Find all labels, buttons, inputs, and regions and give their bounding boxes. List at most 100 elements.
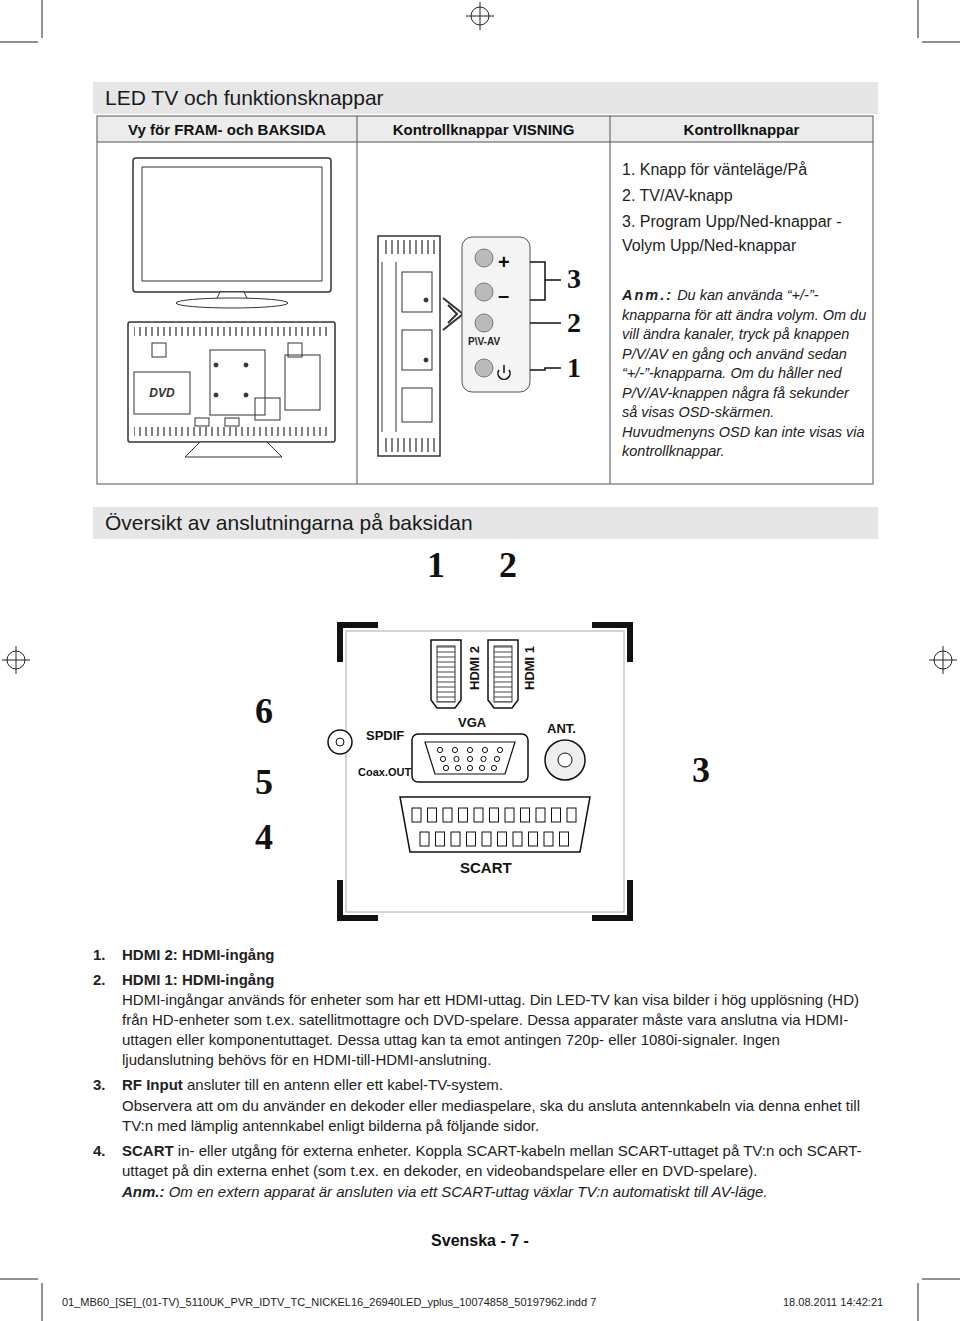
port-label: ANT. [547, 721, 576, 736]
port-label-group: ANT. [547, 721, 576, 736]
button-label: + [498, 251, 510, 273]
column-header: Kontrollknappar VISNING [393, 121, 575, 138]
scart-pin [436, 832, 445, 846]
body-text: HDMI-ingångar används för enheter som ha… [122, 991, 859, 1068]
scart-pin [459, 808, 468, 822]
port-label-group: SCART [460, 860, 512, 875]
callout-number: 1 [427, 545, 445, 585]
scart-pin [567, 808, 576, 822]
callout-number: 1 [567, 352, 581, 383]
dvd-logo-group: DVD [136, 386, 188, 400]
scart-pin [428, 808, 437, 822]
print-date: 14:42:21 [840, 1296, 883, 1308]
list-item-group: HDMI 1: HDMI-ingång [122, 970, 872, 990]
port-label: VGA [458, 715, 486, 730]
callout-number-group: 3 [567, 264, 581, 294]
port-label: HDMI 1 [522, 646, 537, 690]
callout-number: 3 [567, 263, 581, 294]
vga-pin [452, 747, 457, 752]
print-slug: 01_MB60_[SE]_(01-TV)_5110UK_PVR_IDTV_TC_… [62, 1296, 596, 1308]
button-panel [462, 237, 561, 392]
list-item: RF Input [122, 1076, 183, 1093]
list-number-group: 2. [93, 970, 106, 990]
list-item-group: RF Inputansluter till en antenn eller et… [122, 1075, 872, 1095]
body-text: Observera att om du använder en dekoder … [122, 1097, 860, 1134]
tv-back [128, 322, 335, 457]
list-number: 4. [93, 1142, 106, 1159]
scart-pin [474, 808, 483, 822]
callout-number: 6 [255, 691, 273, 731]
note-text: Du kan använda “+/-”-knapparna för att ä… [622, 287, 866, 459]
port-label: SCART [460, 859, 512, 876]
vga-pin [443, 765, 448, 770]
column-header-group: Vy för FRAM- och BAKSIDA [97, 121, 357, 139]
callout-number: 4 [255, 817, 273, 857]
port-label-group: HDMI 2 [467, 646, 482, 690]
list-item-group: HDMI 2: HDMI-ingång [122, 945, 872, 965]
port-label-group: SPDIF [366, 728, 404, 743]
scart-pin [529, 832, 538, 846]
scart-pin [482, 832, 491, 846]
scart-pin [451, 832, 460, 846]
scart-pin [490, 808, 499, 822]
button-label-group: P\V-AV [468, 336, 500, 347]
list-number-group: 3. [93, 1075, 106, 1095]
body-text-group: HDMI-ingångar används för enheter som ha… [122, 990, 874, 1070]
connector-panel [328, 625, 630, 918]
tv-front [133, 158, 331, 308]
callout-number: 5 [255, 762, 273, 802]
scart-pin [544, 832, 553, 846]
callout-number-group: 1 [427, 546, 445, 584]
scart-pin [536, 808, 545, 822]
print-date: 18.08.2011 [783, 1296, 837, 1308]
list-number-group: 1. [93, 945, 106, 965]
button-label: – [498, 284, 509, 306]
heading-band: LED TV och funktionsknappar [93, 82, 878, 114]
port-label: Coax.OUT [358, 766, 411, 778]
note-text: Anm.: [622, 287, 673, 303]
print-slug-group: 01_MB60_[SE]_(01-TV)_5110UK_PVR_IDTV_TC_… [62, 1296, 596, 1308]
button-label-group: + [498, 252, 510, 272]
note-text: Om en extern apparat är ansluten via ett… [169, 1183, 768, 1200]
heading-text: Översikt av anslutningarna på baksidan [105, 510, 866, 536]
list-item: HDMI 1: HDMI-ingång [122, 971, 274, 988]
heading-text: LED TV och funktionsknappar [105, 85, 866, 111]
scart-pin [443, 808, 452, 822]
list-item: SCART [122, 1142, 174, 1159]
note-text-group: Anm.:Du kan använda “+/-”-knapparna för … [622, 286, 868, 462]
list-item: ansluter till en antenn eller ett kabel-… [187, 1076, 503, 1093]
column-header-group: Kontrollknappar VISNING [357, 121, 610, 139]
dvd-logo: DVD [149, 386, 174, 400]
list-number: 3. [93, 1076, 106, 1093]
port-label-group: Coax.OUT [358, 766, 411, 778]
callout-number: 2 [567, 307, 581, 338]
vga-pin [479, 765, 484, 770]
callout-number-group: 5 [255, 763, 273, 801]
scart-pin [505, 808, 514, 822]
callout-number: 2 [499, 545, 517, 585]
callout-number-group: 2 [499, 546, 517, 584]
list-number-group: 4. [93, 1141, 106, 1161]
page-number: - 7 - [500, 1232, 528, 1249]
page-number-group: Svenska- 7 - [380, 1231, 580, 1251]
list-item: HDMI 2: HDMI-ingång [122, 946, 274, 963]
callout-number-group: 6 [255, 692, 273, 730]
port-label: HDMI 2 [467, 646, 482, 690]
vga-pin [482, 747, 487, 752]
vga-pin [497, 747, 502, 752]
button-label: P\V-AV [468, 336, 500, 347]
vga-pin [494, 756, 499, 761]
list-item-group: 3. Program Upp/Ned-knappar - Volym Upp/N… [622, 210, 862, 258]
list-item-group: 2. TV/AV-knapp [622, 184, 867, 208]
list-item-group: 1. Knapp för vänteläge/På [622, 158, 867, 182]
column-header: Vy för FRAM- och BAKSIDA [128, 121, 326, 138]
callout-number: 3 [692, 750, 710, 790]
heading-band: Översikt av anslutningarna på baksidan [93, 507, 878, 539]
port-label-group: HDMI 1 [522, 646, 537, 690]
note-text: Anm.: [122, 1183, 165, 1200]
table-frame [97, 116, 873, 484]
list-item-group: SCARTin- eller utgång för externa enhete… [122, 1141, 874, 1181]
callout-number-group: 4 [255, 818, 273, 856]
callout-number-group: 2 [567, 308, 581, 338]
